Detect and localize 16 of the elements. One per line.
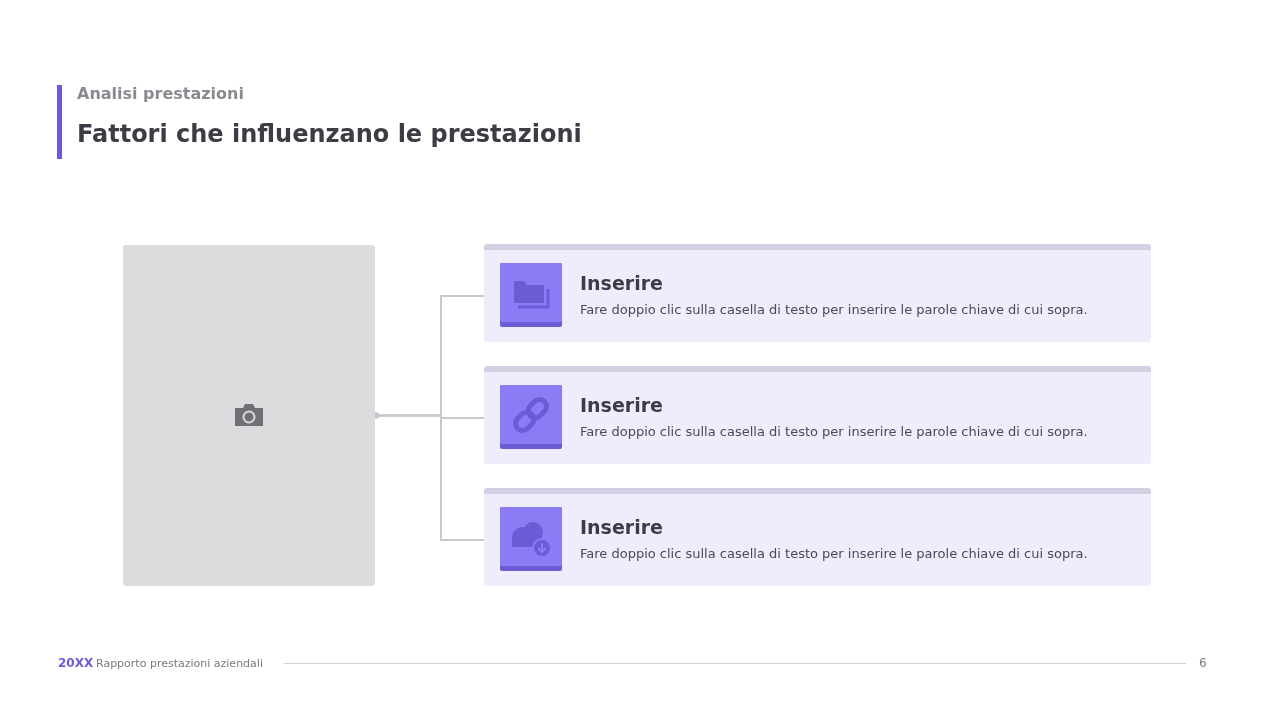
card-heading: Inserire xyxy=(580,516,663,538)
card-description: Fare doppio clic sulla casella di testo per inserire le parole chiave di cui sopra. xyxy=(580,302,1088,317)
section-label: Analisi prestazioni xyxy=(77,84,244,103)
slide-title: Fattori che influenzano le prestazioni xyxy=(77,120,582,148)
bracket-connector xyxy=(373,412,485,541)
year-label: 20XX xyxy=(58,656,94,670)
card-heading: Inserire xyxy=(580,272,663,294)
info-card xyxy=(484,244,1151,342)
card-description: Fare doppio clic sulla casella di testo per inserire le parole chiave di cui sopra. xyxy=(580,546,1088,561)
info-card xyxy=(484,366,1151,464)
info-card xyxy=(484,488,1151,586)
page-number: 6 xyxy=(1199,656,1207,670)
image-placeholder xyxy=(123,245,375,586)
card-heading: Inserire xyxy=(580,394,663,416)
card-description: Fare doppio clic sulla casella di testo per inserire le parole chiave di cui sopra. xyxy=(580,424,1088,439)
footer-text: Rapporto prestazioni aziendali xyxy=(96,657,263,670)
